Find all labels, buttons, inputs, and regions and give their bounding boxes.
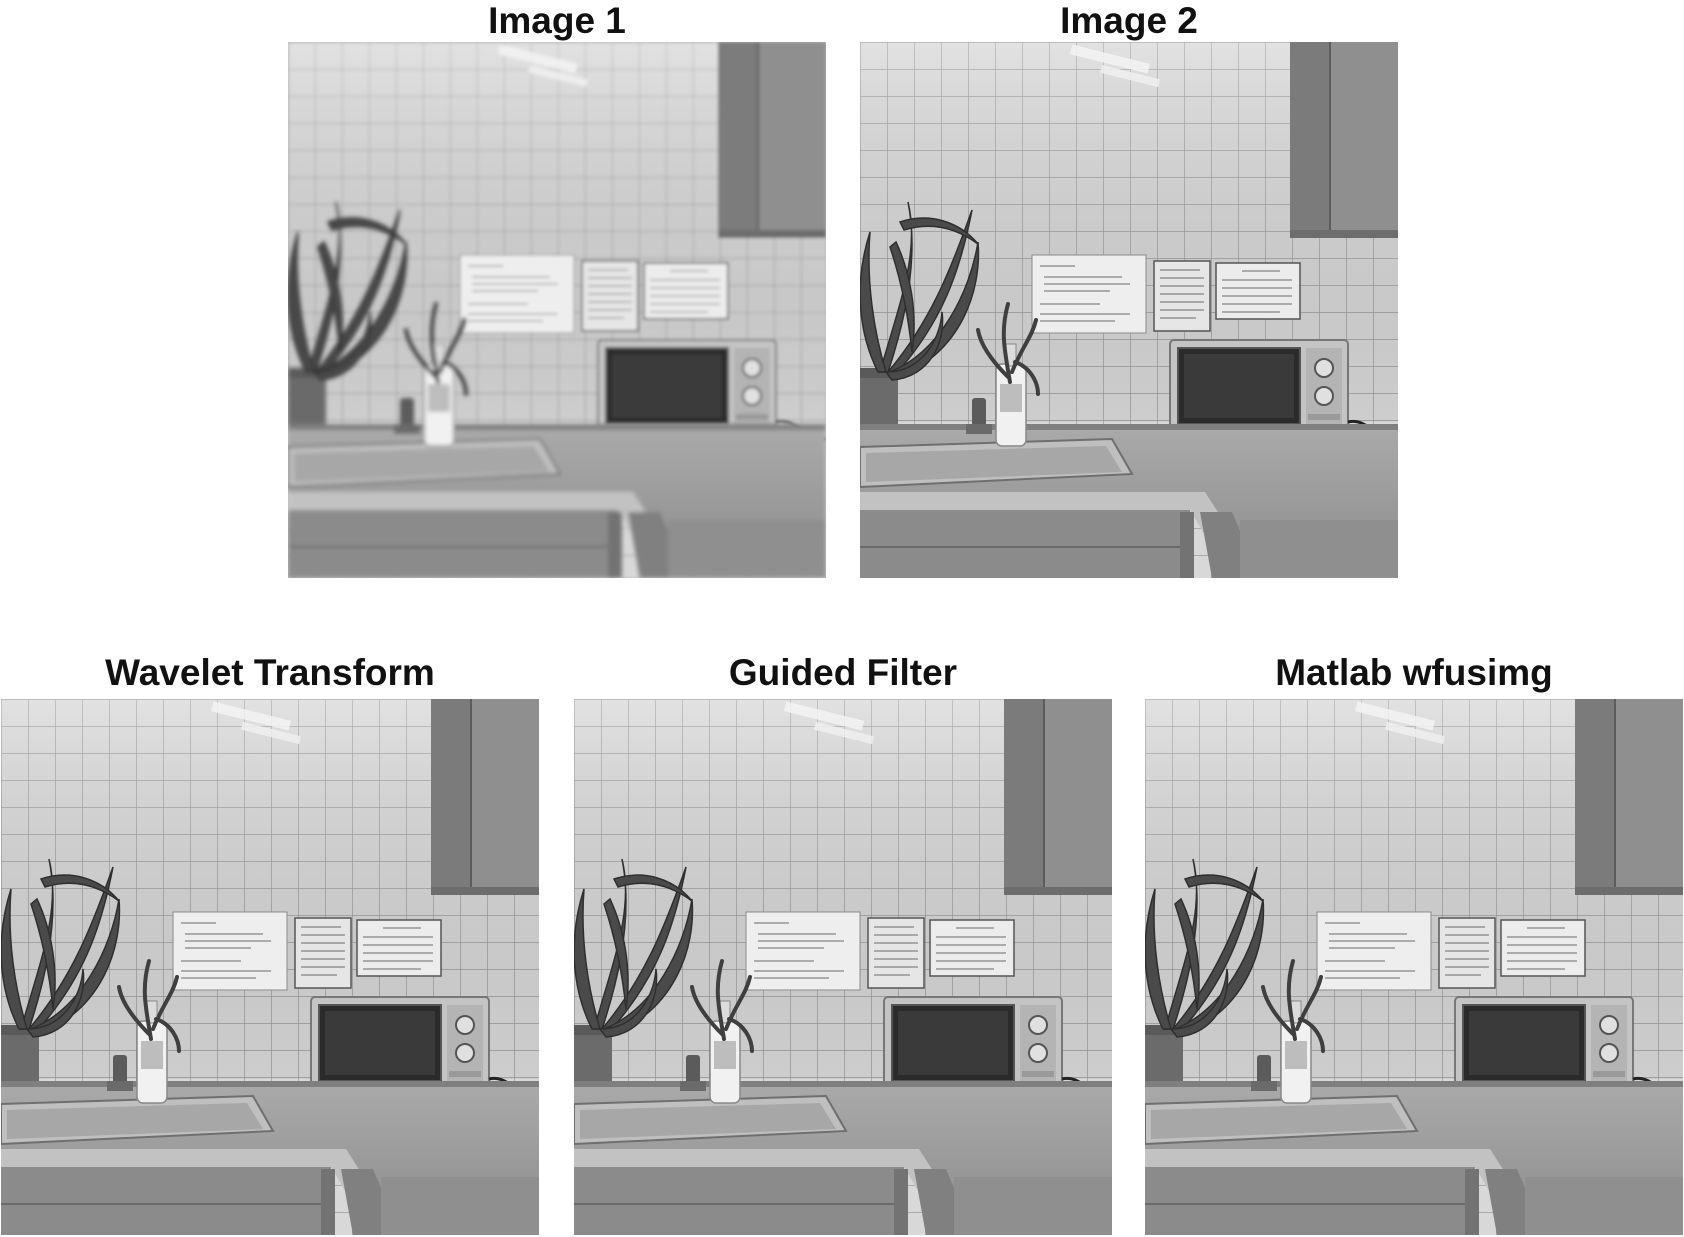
panel-title: Matlab wfusimg xyxy=(1275,652,1553,693)
fused-photo-guided xyxy=(574,699,1112,1235)
kitchen-scene xyxy=(1,699,539,1235)
fused-photo-wavelet xyxy=(1,699,539,1235)
fused-photo-wfusimg xyxy=(1145,699,1683,1235)
panel-matlab-wfusimg: Matlab wfusimg xyxy=(1144,654,1684,1237)
panel-title: Guided Filter xyxy=(728,652,958,693)
panel-image-1: Image 1 xyxy=(288,0,826,580)
panel-title: Image 1 xyxy=(488,0,626,41)
panel-title: Wavelet Transform xyxy=(105,652,435,693)
kitchen-scene xyxy=(288,42,826,578)
kitchen-scene xyxy=(574,699,1112,1235)
panel-title: Image 2 xyxy=(1060,0,1198,41)
panel-wavelet-transform: Wavelet Transform xyxy=(0,654,540,1237)
kitchen-scene xyxy=(860,42,1398,578)
panel-image-2: Image 2 xyxy=(860,0,1398,580)
kitchen-scene xyxy=(1145,699,1683,1235)
kitchen-photo-blurred xyxy=(288,42,826,578)
panel-guided-filter: Guided Filter xyxy=(573,654,1113,1237)
kitchen-photo-sharp xyxy=(860,42,1398,578)
